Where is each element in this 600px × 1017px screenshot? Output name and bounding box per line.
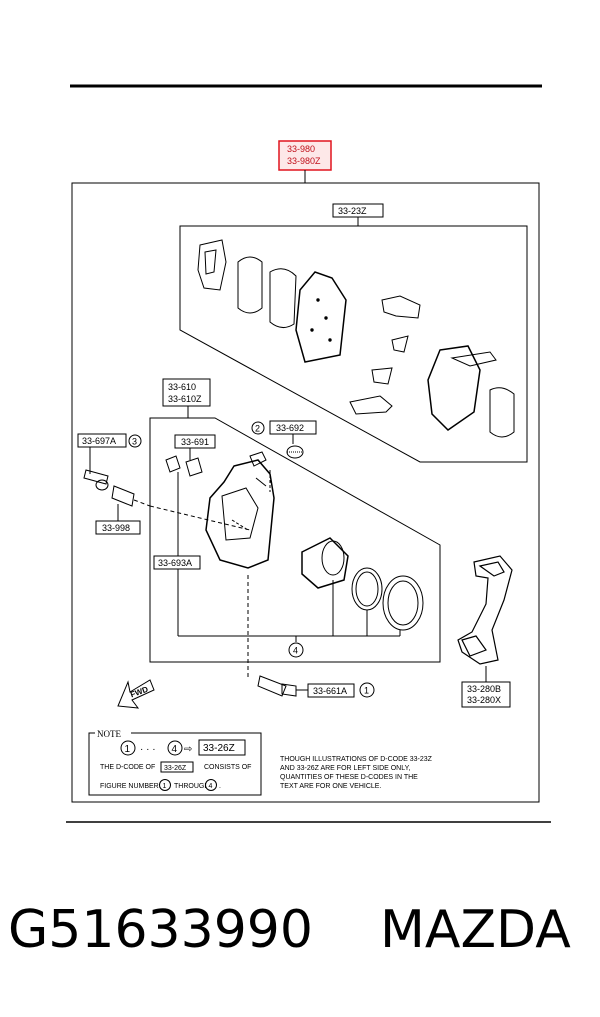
svg-text:1: 1 [125, 744, 131, 755]
svg-text:33-26Z: 33-26Z [164, 765, 187, 772]
bolt-circle [359, 682, 375, 698]
assembly-code-box[interactable] [278, 140, 332, 171]
caliper-outline [149, 417, 441, 663]
brake-caliper-diagram: 33-980 33-980Z 33-23Z 33-610 33-610Z 33-… [66, 84, 551, 823]
guide-pin-kit-code-box[interactable] [77, 433, 127, 448]
pad-kit-parts [197, 239, 515, 438]
guide-pin-kit-code: 33-697A [82, 436, 116, 446]
remark-line-1: THOUGH ILLUSTRATIONS OF D-CODE 33-23Z [280, 756, 433, 763]
fwd-arrow: FWD [117, 679, 155, 709]
bleeder-code: 33-691 [181, 437, 209, 447]
svg-text:THROUGH: THROUGH [174, 783, 209, 790]
note-code-box [198, 739, 246, 756]
caliper-code-box[interactable] [162, 378, 211, 407]
bracket-code-main: 33-280B [467, 684, 501, 694]
assembly-code-main: 33-980 [287, 144, 315, 154]
assembly-code-alt: 33-980Z [287, 156, 321, 166]
note-title: NOTE [97, 729, 121, 739]
bracket-code-box[interactable] [461, 681, 511, 708]
bracket-part [457, 555, 513, 665]
svg-text:2: 2 [255, 424, 260, 434]
seal-kit-circle [251, 421, 265, 435]
bracket-code-alt: 33-280X [467, 695, 501, 705]
bolt-code: 33-661A [313, 686, 347, 696]
svg-text:⇨: ⇨ [184, 744, 192, 755]
caliper-parts [165, 445, 424, 631]
pad-kit-code: 33-23Z [338, 206, 367, 216]
svg-text:4: 4 [293, 646, 298, 656]
caliper-code-alt: 33-610Z [168, 394, 202, 404]
bleeder-code-box[interactable] [174, 434, 216, 449]
boot-code: 33-693A [158, 558, 192, 568]
svg-text:· · ·: · · · [140, 744, 156, 755]
svg-text:FIGURE NUMBERS: FIGURE NUMBERS [100, 783, 164, 790]
pin-code: 33-998 [102, 523, 130, 533]
pin-code-box[interactable] [95, 520, 141, 535]
remark-line-3: QUANTITIES OF THESE D-CODES IN THE [280, 774, 418, 781]
svg-text:.: . [219, 783, 221, 790]
brand-name: MAZDA [380, 900, 571, 960]
piston-seal-circle [288, 642, 304, 658]
bolt-part [257, 675, 297, 697]
pad-kit-outline [179, 225, 528, 463]
svg-text:1: 1 [163, 783, 167, 790]
guide-pin-kit-circle [128, 434, 142, 448]
svg-text:4: 4 [172, 744, 178, 755]
svg-text:CONSISTS OF: CONSISTS OF [204, 764, 251, 771]
seal-kit-code: 33-692 [276, 423, 304, 433]
remark-line-2: AND 33-26Z ARE FOR LEFT SIDE ONLY, [280, 765, 410, 772]
svg-text:4: 4 [209, 783, 213, 790]
svg-text:33-26Z: 33-26Z [203, 743, 235, 754]
remark-line-4: TEXT ARE FOR ONE VEHICLE. [280, 783, 381, 790]
caption: G51633990 MAZDA [0, 900, 600, 980]
caliper-code-main: 33-610 [168, 382, 196, 392]
part-number: G51633990 [8, 900, 313, 960]
svg-text:THE D-CODE OF: THE D-CODE OF [100, 764, 155, 771]
svg-text:1: 1 [364, 686, 369, 696]
boot-code-box[interactable] [153, 555, 201, 570]
svg-text:3: 3 [132, 437, 137, 447]
guide-pin-parts [83, 469, 251, 531]
main-frame [71, 182, 540, 803]
bolt-code-box[interactable] [307, 683, 355, 698]
